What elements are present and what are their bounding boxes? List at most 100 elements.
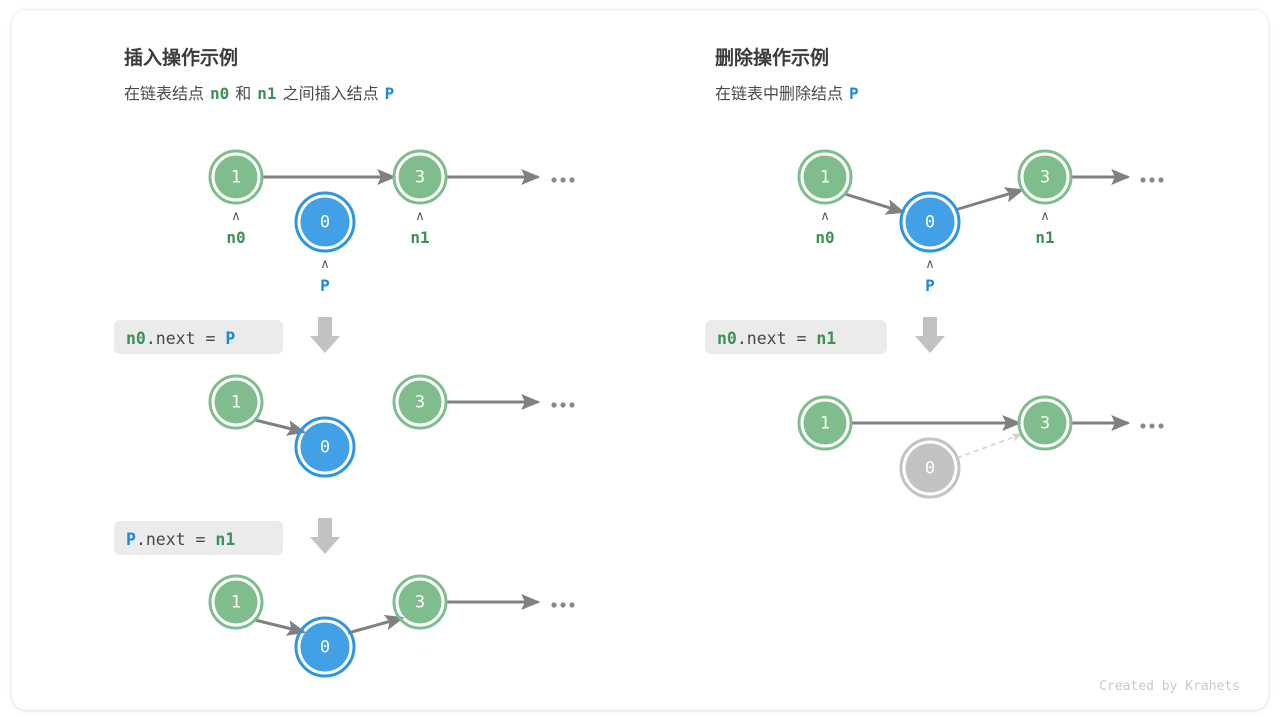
node-n1[interactable]: 3	[392, 374, 448, 430]
node-disc	[300, 197, 350, 247]
panel-title-insert: 插入操作示例	[124, 46, 238, 69]
node-n0[interactable]: 1	[208, 374, 264, 430]
node-outer-ring	[392, 149, 448, 205]
pointer-n1: ∧ n1	[1035, 209, 1054, 247]
node-n0[interactable]: 1	[208, 574, 264, 630]
code-label-p-next-n1[interactable]: P.next = n1	[114, 521, 283, 555]
node-value: 3	[415, 168, 425, 188]
node-disc	[1023, 401, 1067, 445]
node-outer-ring	[208, 149, 264, 205]
ellipsis-dot	[569, 402, 575, 408]
node-outer-ring	[294, 416, 356, 478]
node-p[interactable]: 0	[294, 191, 356, 253]
node-value: 3	[415, 593, 425, 613]
ellipsis-dot	[1149, 177, 1155, 183]
node-disc	[300, 622, 350, 672]
node-n1[interactable]: 3	[1017, 149, 1073, 205]
node-n1[interactable]: 3	[392, 149, 448, 205]
pointer-label: P	[925, 276, 935, 295]
node-disc	[905, 443, 955, 493]
node-p[interactable]: 0	[899, 191, 961, 253]
node-value: 3	[1040, 414, 1050, 434]
caret-icon: ∧	[925, 257, 935, 272]
code-chip-bg	[114, 320, 283, 354]
ellipsis-dot	[1158, 423, 1164, 429]
code-label-n0-next-p[interactable]: n0.next = P	[114, 320, 283, 354]
ellipsis-dot	[551, 177, 557, 183]
caret-icon: ∧	[820, 209, 830, 224]
node-disc	[398, 580, 442, 624]
credit-text: Created by Krahets	[1099, 679, 1240, 694]
code-chip-bg	[114, 521, 283, 555]
arrow-removed-p-to-n1	[956, 433, 1023, 459]
node-p[interactable]: 0	[294, 616, 356, 678]
node-outer-ring	[1017, 395, 1073, 451]
node-value: 1	[231, 393, 241, 413]
node-disc	[1023, 155, 1067, 199]
ellipsis-dot	[569, 602, 575, 608]
ellipsis-dot	[560, 602, 566, 608]
arrow-n0-to-p	[254, 418, 307, 436]
node-value: 3	[415, 393, 425, 413]
step-down-arrow	[310, 518, 340, 554]
pointer-label: n0	[815, 228, 834, 247]
node-n1[interactable]: 3	[392, 574, 448, 630]
node-outer-ring	[208, 374, 264, 430]
node-disc	[803, 155, 847, 199]
step-insert-step-0: 1∧n00∧P3∧n1	[208, 149, 575, 295]
code-chip-text: n0.next = P	[126, 329, 235, 348]
step-delete-step-0: 1 ∧ n0 0 ∧ P 3 ∧ n1	[797, 149, 1164, 295]
node-value: 0	[320, 213, 330, 233]
ellipsis-dot	[569, 177, 575, 183]
node-disc	[214, 380, 258, 424]
node-n0[interactable]: 1	[797, 149, 853, 205]
arrow-n0-to-p	[844, 192, 906, 215]
node-n0[interactable]: 1	[208, 149, 264, 205]
node-p-removed[interactable]: 0	[899, 437, 961, 499]
panel-title-delete: 删除操作示例	[715, 46, 829, 69]
ellipsis-dot	[560, 402, 566, 408]
ellipsis-tail	[551, 177, 575, 183]
arrow-p-to-n1	[347, 614, 405, 635]
ellipsis-dot	[551, 402, 557, 408]
node-disc	[905, 197, 955, 247]
node-disc	[398, 380, 442, 424]
ellipsis-dot	[560, 177, 566, 183]
pointer-label: n1	[1035, 228, 1054, 247]
node-value: 1	[820, 168, 830, 188]
node-outer-ring	[208, 574, 264, 630]
ellipsis-tail	[1140, 423, 1164, 429]
step-down-arrow	[915, 317, 945, 353]
node-disc	[803, 401, 847, 445]
code-label-n0-next-n1[interactable]: n0.next = n1	[705, 320, 887, 354]
arrow-n0-to-p	[254, 618, 307, 636]
ellipsis-dot	[1149, 423, 1155, 429]
step-insert-step-2: P.next = n1 1 0 3	[114, 518, 575, 678]
ellipsis-dot	[1158, 177, 1164, 183]
node-value: 0	[925, 213, 935, 233]
caret-icon: ∧	[1040, 209, 1050, 224]
node-disc	[300, 422, 350, 472]
pointer-label: P	[320, 276, 330, 295]
node-n1[interactable]: 3	[1017, 395, 1073, 451]
ellipsis-tail	[1140, 177, 1164, 183]
node-value: 0	[925, 459, 935, 479]
ellipsis-dot	[1140, 423, 1146, 429]
ellipsis-tail	[551, 602, 575, 608]
caret-icon: ∧	[320, 257, 330, 272]
node-p[interactable]: 0	[294, 416, 356, 478]
node-disc	[214, 155, 258, 199]
pointer-n0: ∧n0	[226, 209, 245, 247]
caret-icon: ∧	[231, 209, 241, 224]
code-chip-text: P.next = n1	[126, 530, 235, 549]
node-value: 0	[320, 638, 330, 658]
pointer-n0: ∧ n0	[815, 209, 834, 247]
node-outer-ring	[392, 374, 448, 430]
code-chip-bg	[705, 320, 887, 354]
node-disc	[214, 580, 258, 624]
node-n0[interactable]: 1	[797, 395, 853, 451]
ellipsis-tail	[551, 402, 575, 408]
